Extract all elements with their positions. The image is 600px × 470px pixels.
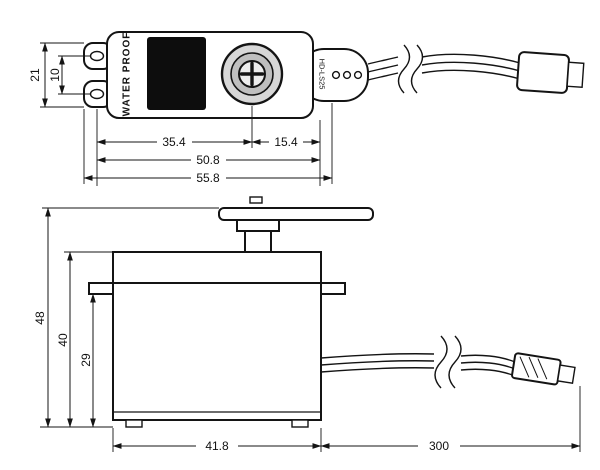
servo-body-side-view [112, 282, 322, 421]
dim-21: 21 [28, 68, 42, 82]
servo-horn [218, 207, 374, 221]
foot-left [125, 419, 143, 428]
cable-break-mark [434, 335, 448, 389]
flange-ear-left [88, 282, 114, 295]
dim-48: 48 [33, 311, 47, 325]
label-sticker [147, 37, 206, 110]
upper-housing [112, 251, 322, 284]
dim-55-8: 55.8 [196, 171, 220, 185]
dim-side-vertical: 48 40 29 [33, 207, 219, 428]
dim-41-8: 41.8 [205, 439, 229, 453]
tab-hole [331, 70, 341, 80]
connector-body [511, 352, 562, 386]
mounting-hole-bottom [89, 88, 105, 100]
dim-35-4: 35.4 [162, 135, 186, 149]
output-shaft [220, 42, 284, 106]
cable-break-mark [448, 335, 462, 389]
foot-right [291, 419, 309, 428]
dim-top-horizontal: 35.4 15.4 50.8 55.8 [83, 103, 333, 186]
connector-body [516, 51, 570, 94]
connector-tip [556, 364, 576, 385]
cable-side-view [320, 335, 516, 389]
connector-plug-top [516, 51, 585, 94]
brand-label: WATER PROOF [122, 32, 133, 117]
dim-side-horizontal: 41.8 300 [112, 386, 581, 453]
side-view: 48 40 29 41.8 300 [33, 196, 581, 453]
connector-tip [566, 61, 585, 89]
tab-hole [353, 70, 363, 80]
mounting-hole-top [89, 50, 105, 62]
dim-15-4: 15.4 [274, 135, 298, 149]
cable-break-mark [410, 44, 424, 94]
horn-screw [249, 196, 263, 204]
tab-hole [342, 70, 352, 80]
dim-top-vertical: 21 10 [28, 42, 91, 108]
dim-29: 29 [79, 353, 93, 367]
dim-10: 10 [48, 68, 62, 82]
output-shaft-side [244, 230, 272, 253]
model-label: HD-LS25 [318, 59, 327, 90]
top-view: WATER PROOF HD-LS25 [28, 31, 585, 186]
cable-break-mark [397, 44, 411, 94]
screw-cross-icon [239, 61, 265, 87]
dim-50-8: 50.8 [196, 153, 220, 167]
connector-plug-side [511, 352, 576, 386]
connector-hatch [519, 356, 548, 380]
dim-40: 40 [56, 333, 70, 347]
horn-hub [236, 219, 280, 232]
flange-ear-right [320, 282, 346, 295]
dim-300: 300 [429, 439, 449, 453]
cable-top-view [367, 44, 521, 94]
